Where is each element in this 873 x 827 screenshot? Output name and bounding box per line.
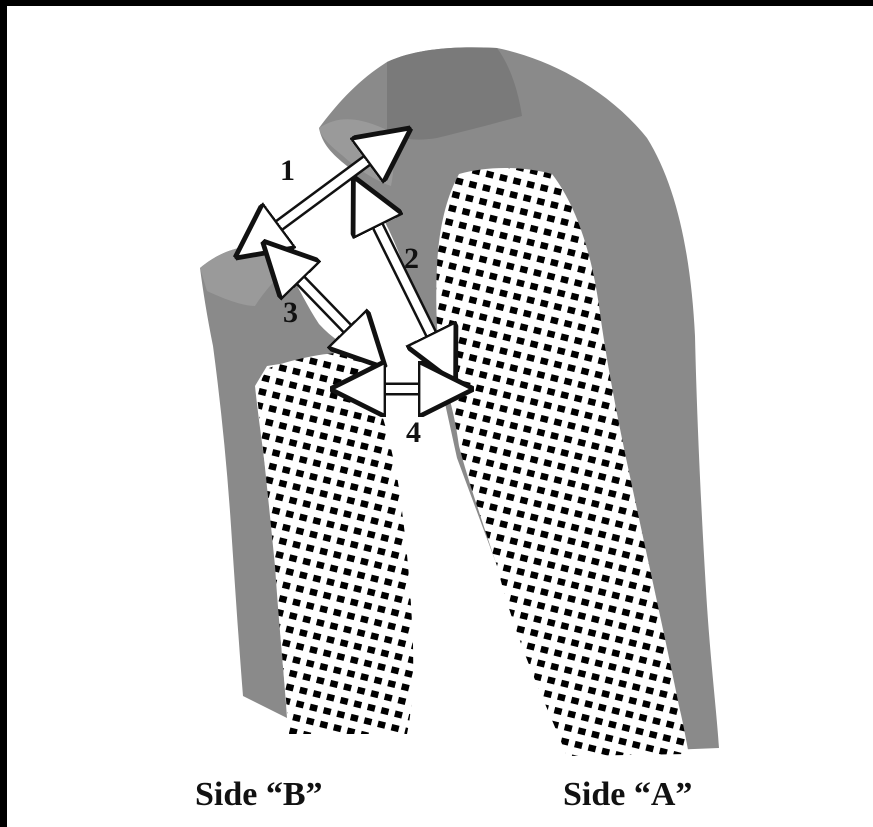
tooth-cross-section-diagram: 1 2 3 4 [7, 6, 873, 827]
caption-side-a: Side “A” [563, 776, 692, 814]
diagram-canvas: 1 2 3 4 Side “B” Side “A” [7, 6, 873, 827]
arrow-label-3: 3 [283, 296, 298, 329]
caption-side-b: Side “B” [195, 776, 323, 814]
arrow-label-1: 1 [280, 154, 295, 187]
arrow-label-2: 2 [404, 242, 419, 275]
arrow-label-4: 4 [406, 416, 421, 449]
